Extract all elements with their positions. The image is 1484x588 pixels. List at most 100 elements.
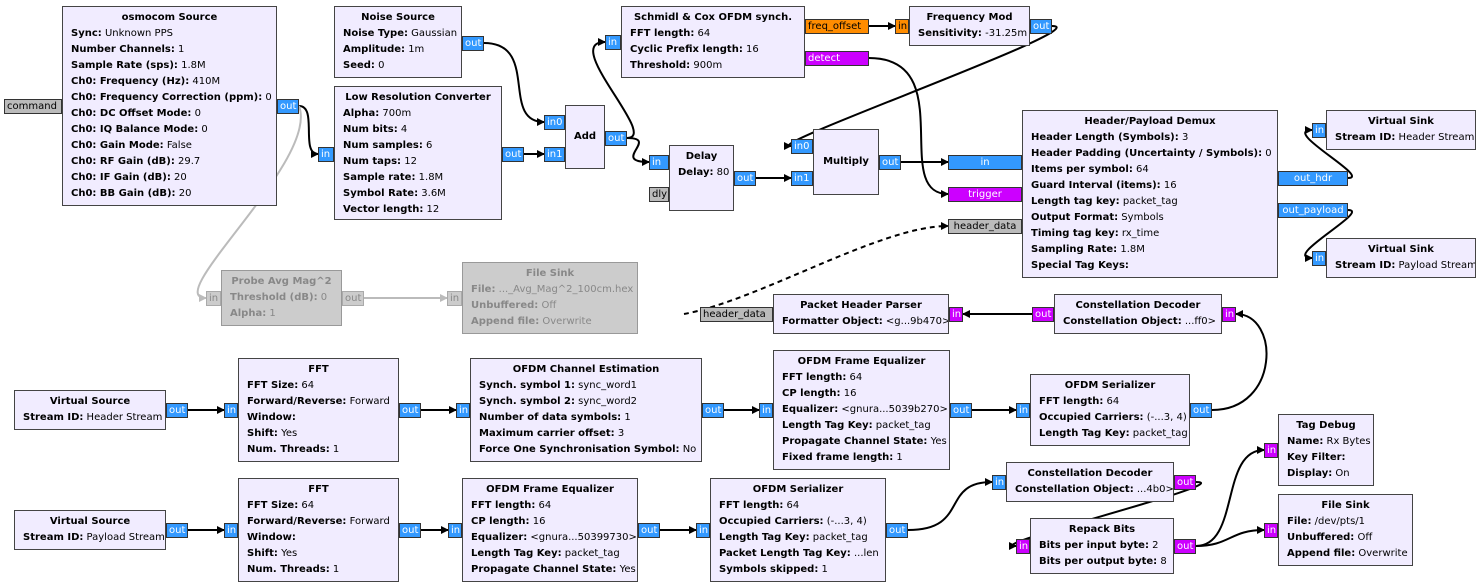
port-out-out[interactable]: out bbox=[638, 523, 660, 538]
port-out-out[interactable]: out bbox=[734, 171, 756, 186]
port-out-out[interactable]: out bbox=[886, 523, 908, 538]
port-in-in[interactable]: in bbox=[1312, 251, 1326, 266]
port-out-out[interactable]: out bbox=[879, 155, 901, 170]
param-value: 0 bbox=[374, 60, 385, 71]
param-value: sync_word2 bbox=[574, 396, 638, 407]
port-in-in[interactable]: in bbox=[318, 147, 334, 162]
port-in-header-data[interactable]: header_data bbox=[948, 219, 1022, 234]
port-out-out[interactable]: out bbox=[277, 99, 299, 114]
port-in-dly[interactable]: dly bbox=[649, 187, 669, 202]
port-in-in[interactable]: in bbox=[895, 19, 909, 34]
port-in-in[interactable]: in bbox=[1264, 443, 1278, 458]
port-in-in[interactable]: in bbox=[224, 403, 238, 418]
port-in-in[interactable]: in bbox=[1222, 307, 1236, 322]
port-out-header-data[interactable]: header_data bbox=[700, 307, 773, 322]
port-out-out[interactable]: out bbox=[950, 403, 972, 418]
port-in-command[interactable]: command bbox=[4, 99, 62, 114]
port-out-out[interactable]: out bbox=[399, 403, 421, 418]
port-in-in[interactable]: in bbox=[649, 155, 669, 170]
port-in-in[interactable]: in bbox=[448, 523, 462, 538]
port-out-out[interactable]: out bbox=[462, 36, 484, 51]
port-out-out[interactable]: out bbox=[1190, 403, 1212, 418]
port-in-in[interactable]: in bbox=[447, 291, 462, 306]
port-in-in1[interactable]: in1 bbox=[791, 171, 813, 186]
port-out-out[interactable]: out bbox=[605, 131, 627, 146]
param-key: Occupied Carriers: bbox=[719, 516, 824, 527]
port-out-out[interactable]: out bbox=[1174, 539, 1196, 554]
port-in-in0[interactable]: in0 bbox=[544, 115, 565, 130]
port-out-freq-offset[interactable]: freq_offset bbox=[805, 19, 869, 34]
param-value: ...ff0> bbox=[1181, 316, 1217, 327]
port-out-out[interactable]: out bbox=[1030, 19, 1052, 34]
port-out-out[interactable]: out bbox=[502, 147, 524, 162]
port-in-in[interactable]: in bbox=[1016, 539, 1030, 554]
block-param: Window: bbox=[247, 410, 398, 426]
block-add[interactable]: Add bbox=[565, 105, 605, 169]
param-key: Guard Interval (items): bbox=[1031, 180, 1161, 191]
param-value: 0 bbox=[262, 92, 272, 103]
port-out-out[interactable]: out bbox=[399, 523, 421, 538]
port-in-in1[interactable]: in1 bbox=[544, 147, 565, 162]
port-out-out[interactable]: out bbox=[1174, 475, 1196, 490]
port-in-trigger[interactable]: trigger bbox=[948, 187, 1022, 202]
port-out-out[interactable]: out bbox=[166, 523, 188, 538]
port-in-in[interactable]: in bbox=[456, 403, 470, 418]
port-out-out[interactable]: out bbox=[342, 291, 364, 306]
port-in-in[interactable]: in bbox=[224, 523, 238, 538]
port-in-in[interactable]: in bbox=[949, 307, 963, 322]
param-key: FFT length: bbox=[719, 500, 784, 511]
param-key: Unbuffered: bbox=[1287, 532, 1355, 543]
param-value: On bbox=[1332, 468, 1350, 479]
port-out-detect[interactable]: detect bbox=[805, 51, 869, 66]
port-out-out[interactable]: out bbox=[166, 403, 188, 418]
port-out-out[interactable]: out bbox=[702, 403, 724, 418]
port-in-in[interactable]: in bbox=[948, 155, 1022, 170]
block-title: Repack Bits bbox=[1068, 524, 1136, 535]
port-in-in[interactable]: in bbox=[696, 523, 710, 538]
port-out-out-hdr[interactable]: out_hdr bbox=[1278, 171, 1348, 186]
param-key: Stream ID: bbox=[1335, 260, 1396, 271]
port-in-in[interactable]: in bbox=[1016, 403, 1030, 418]
block-param: Num taps: 12 bbox=[343, 154, 501, 170]
port-in-in[interactable]: in bbox=[759, 403, 773, 418]
param-key: FFT length: bbox=[471, 500, 536, 511]
port-in-in[interactable]: in bbox=[605, 35, 621, 50]
port-in-in0[interactable]: in0 bbox=[791, 139, 813, 154]
port-out-out-payload[interactable]: out_payload bbox=[1278, 203, 1348, 218]
port-in-in[interactable]: in bbox=[206, 291, 221, 306]
block-param: Length Tag Key: packet_tag bbox=[471, 546, 637, 562]
block-multiply[interactable]: Multiply bbox=[813, 129, 879, 195]
param-value: packet_tag bbox=[872, 420, 931, 431]
param-key: Ch0: Frequency Correction (ppm): bbox=[71, 92, 263, 103]
port-in-in[interactable]: in bbox=[1264, 523, 1278, 538]
port-in-in[interactable]: in bbox=[992, 475, 1006, 490]
port-out-out[interactable]: out bbox=[1032, 307, 1054, 322]
port-in-in[interactable]: in bbox=[1312, 123, 1326, 138]
